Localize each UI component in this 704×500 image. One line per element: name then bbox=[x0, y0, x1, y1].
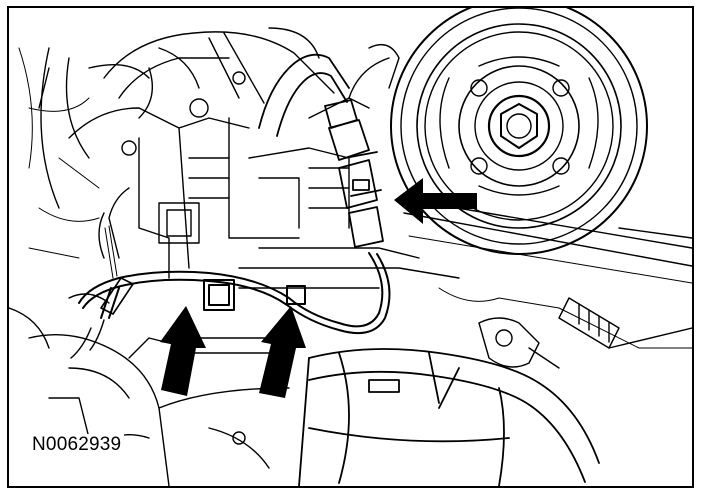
illustration-frame: N0062939 bbox=[7, 6, 694, 488]
oxygen-sensor bbox=[70, 225, 134, 359]
upper-hose bbox=[258, 53, 350, 137]
callout-arrow-lower-middle bbox=[259, 306, 306, 398]
lower-bracket bbox=[438, 227, 692, 369]
sensor-connector bbox=[324, 99, 384, 248]
figure-id-label: N0062939 bbox=[29, 434, 125, 456]
engine-block bbox=[38, 27, 460, 289]
crankshaft-pulley bbox=[390, 8, 692, 284]
callout-arrow-lower-left bbox=[160, 306, 206, 396]
left-edge-components bbox=[18, 47, 100, 259]
callout-arrow-upper-right bbox=[394, 178, 477, 224]
lower-left-structure bbox=[9, 293, 290, 486]
wiring-harness bbox=[78, 252, 391, 334]
exhaust-pipe bbox=[298, 348, 600, 486]
engine-line-drawing bbox=[9, 8, 692, 486]
